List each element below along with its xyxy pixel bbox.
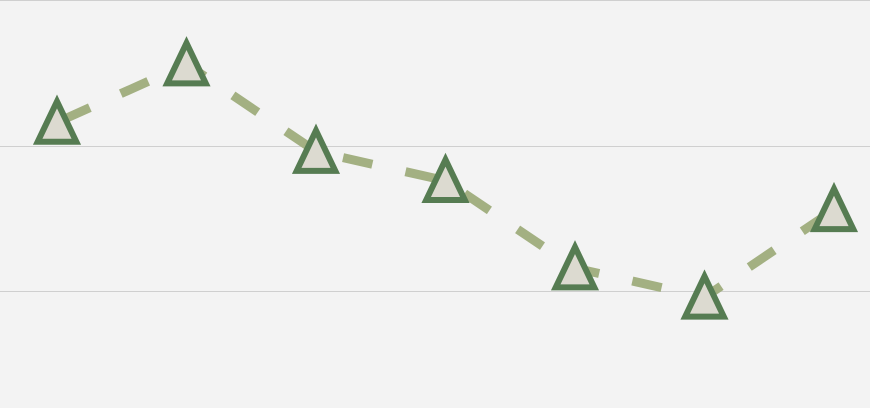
series-markers <box>32 36 859 320</box>
gridlines <box>0 0 870 292</box>
data-point-0-6 <box>809 181 859 233</box>
data-point-0-1 <box>162 36 211 87</box>
data-point-0-3 <box>421 152 470 203</box>
data-point-0-5 <box>680 269 729 320</box>
data-point-0-0 <box>32 94 82 145</box>
data-point-0-4 <box>550 240 600 291</box>
data-point-0-2 <box>291 123 341 174</box>
